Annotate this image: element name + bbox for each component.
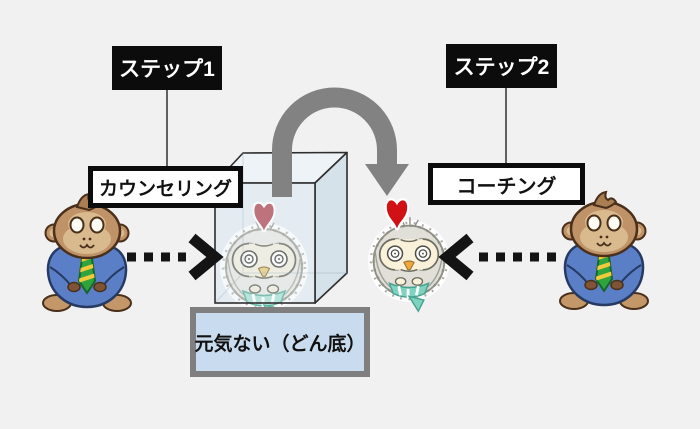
depressed-state-label: 元気ない（どん底） (190, 307, 370, 377)
left-monkey-illustration (43, 194, 131, 311)
counseling-label: カウンセリング (88, 166, 243, 208)
right-monkey-illustration (560, 192, 648, 309)
transition-arrow (272, 87, 409, 197)
recovering-owl (366, 215, 452, 313)
step1-label: ステップ1 (112, 46, 222, 90)
counseling-arrow (127, 233, 224, 281)
coaching-arrow (438, 233, 556, 281)
coaching-label: コーチング (428, 163, 585, 205)
step2-label: ステップ2 (446, 44, 557, 88)
